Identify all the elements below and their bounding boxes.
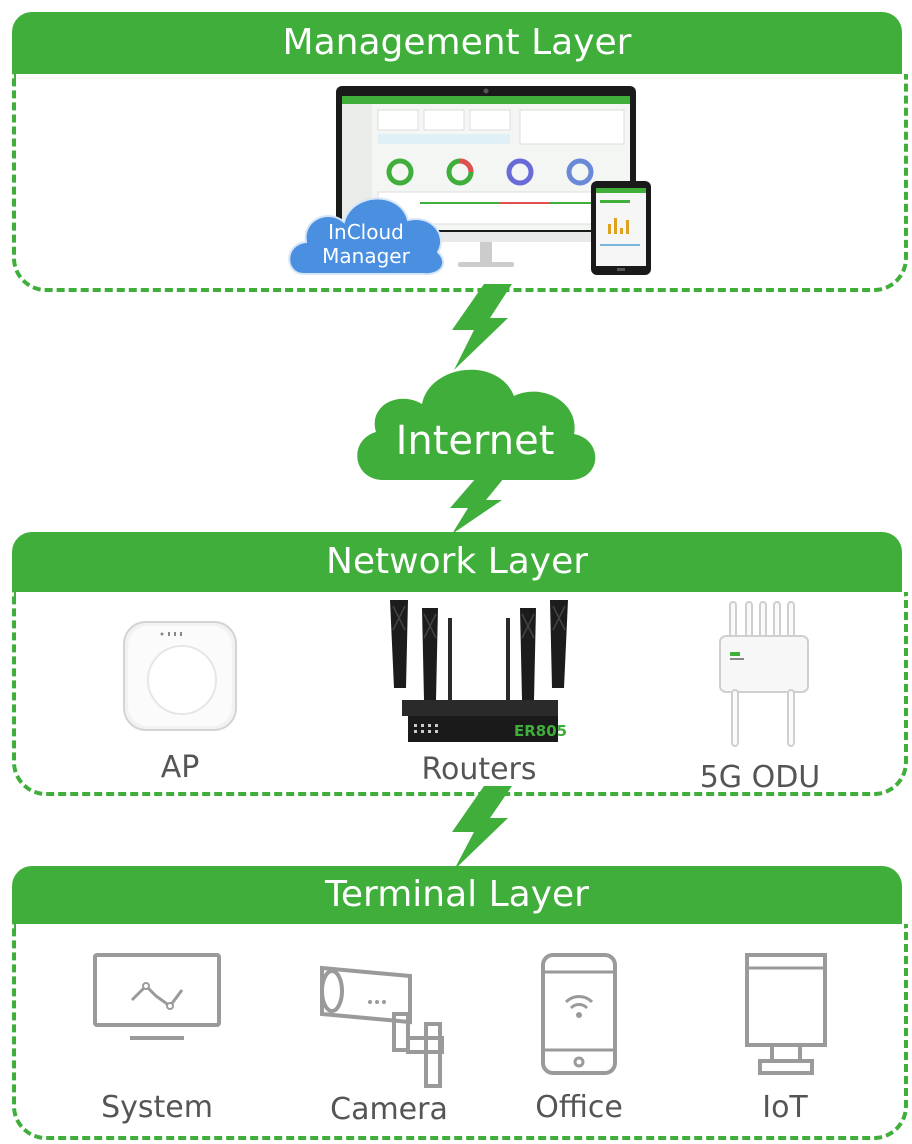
- router-icon: ER805: [384, 596, 574, 746]
- network-layer-box: [12, 592, 908, 796]
- network-device-label-routers: Routers: [421, 752, 537, 787]
- management-layer-title: Management Layer: [282, 22, 632, 63]
- lightning-bolt-icon: [446, 786, 516, 875]
- network-device-label-ap: AP: [160, 750, 200, 785]
- incloud-label-line2: Manager: [322, 244, 410, 268]
- 5g-odu-icon: [714, 600, 814, 750]
- terminal-device-label-system: System: [101, 1090, 213, 1125]
- terminal-layer-title: Terminal Layer: [325, 874, 589, 915]
- phone-icon: [540, 952, 618, 1076]
- router-model-label: ER805: [514, 722, 567, 740]
- terminal-device-label-office: Office: [535, 1090, 623, 1125]
- network-device-label-5g-odu: 5G ODU: [699, 760, 821, 795]
- management-layer-box: [12, 74, 908, 292]
- monitor-icon: [92, 952, 222, 1042]
- terminal-device-label-camera: Camera: [330, 1092, 448, 1127]
- camera-icon: [314, 962, 448, 1092]
- access-point-icon: [120, 618, 240, 734]
- internet-label: Internet: [395, 418, 555, 464]
- network-layer-title: Network Layer: [325, 541, 589, 582]
- internet-cloud: Internet: [348, 356, 602, 484]
- lightning-bolt-icon: [446, 284, 516, 375]
- terminal-layer-box: [12, 924, 908, 1140]
- network-layer-header: Network Layer: [12, 532, 902, 592]
- incloud-manager-cloud: InCloud Manager: [282, 186, 450, 278]
- terminal-device-label-iot: IoT: [762, 1090, 808, 1125]
- lightning-bolt-icon: [446, 478, 508, 539]
- incloud-label-line1: InCloud: [328, 220, 404, 244]
- management-layer-header: Management Layer: [12, 12, 902, 74]
- dashboard-tablet: [590, 180, 652, 276]
- iot-panel-icon: [744, 952, 828, 1076]
- terminal-layer-header: Terminal Layer: [12, 866, 902, 924]
